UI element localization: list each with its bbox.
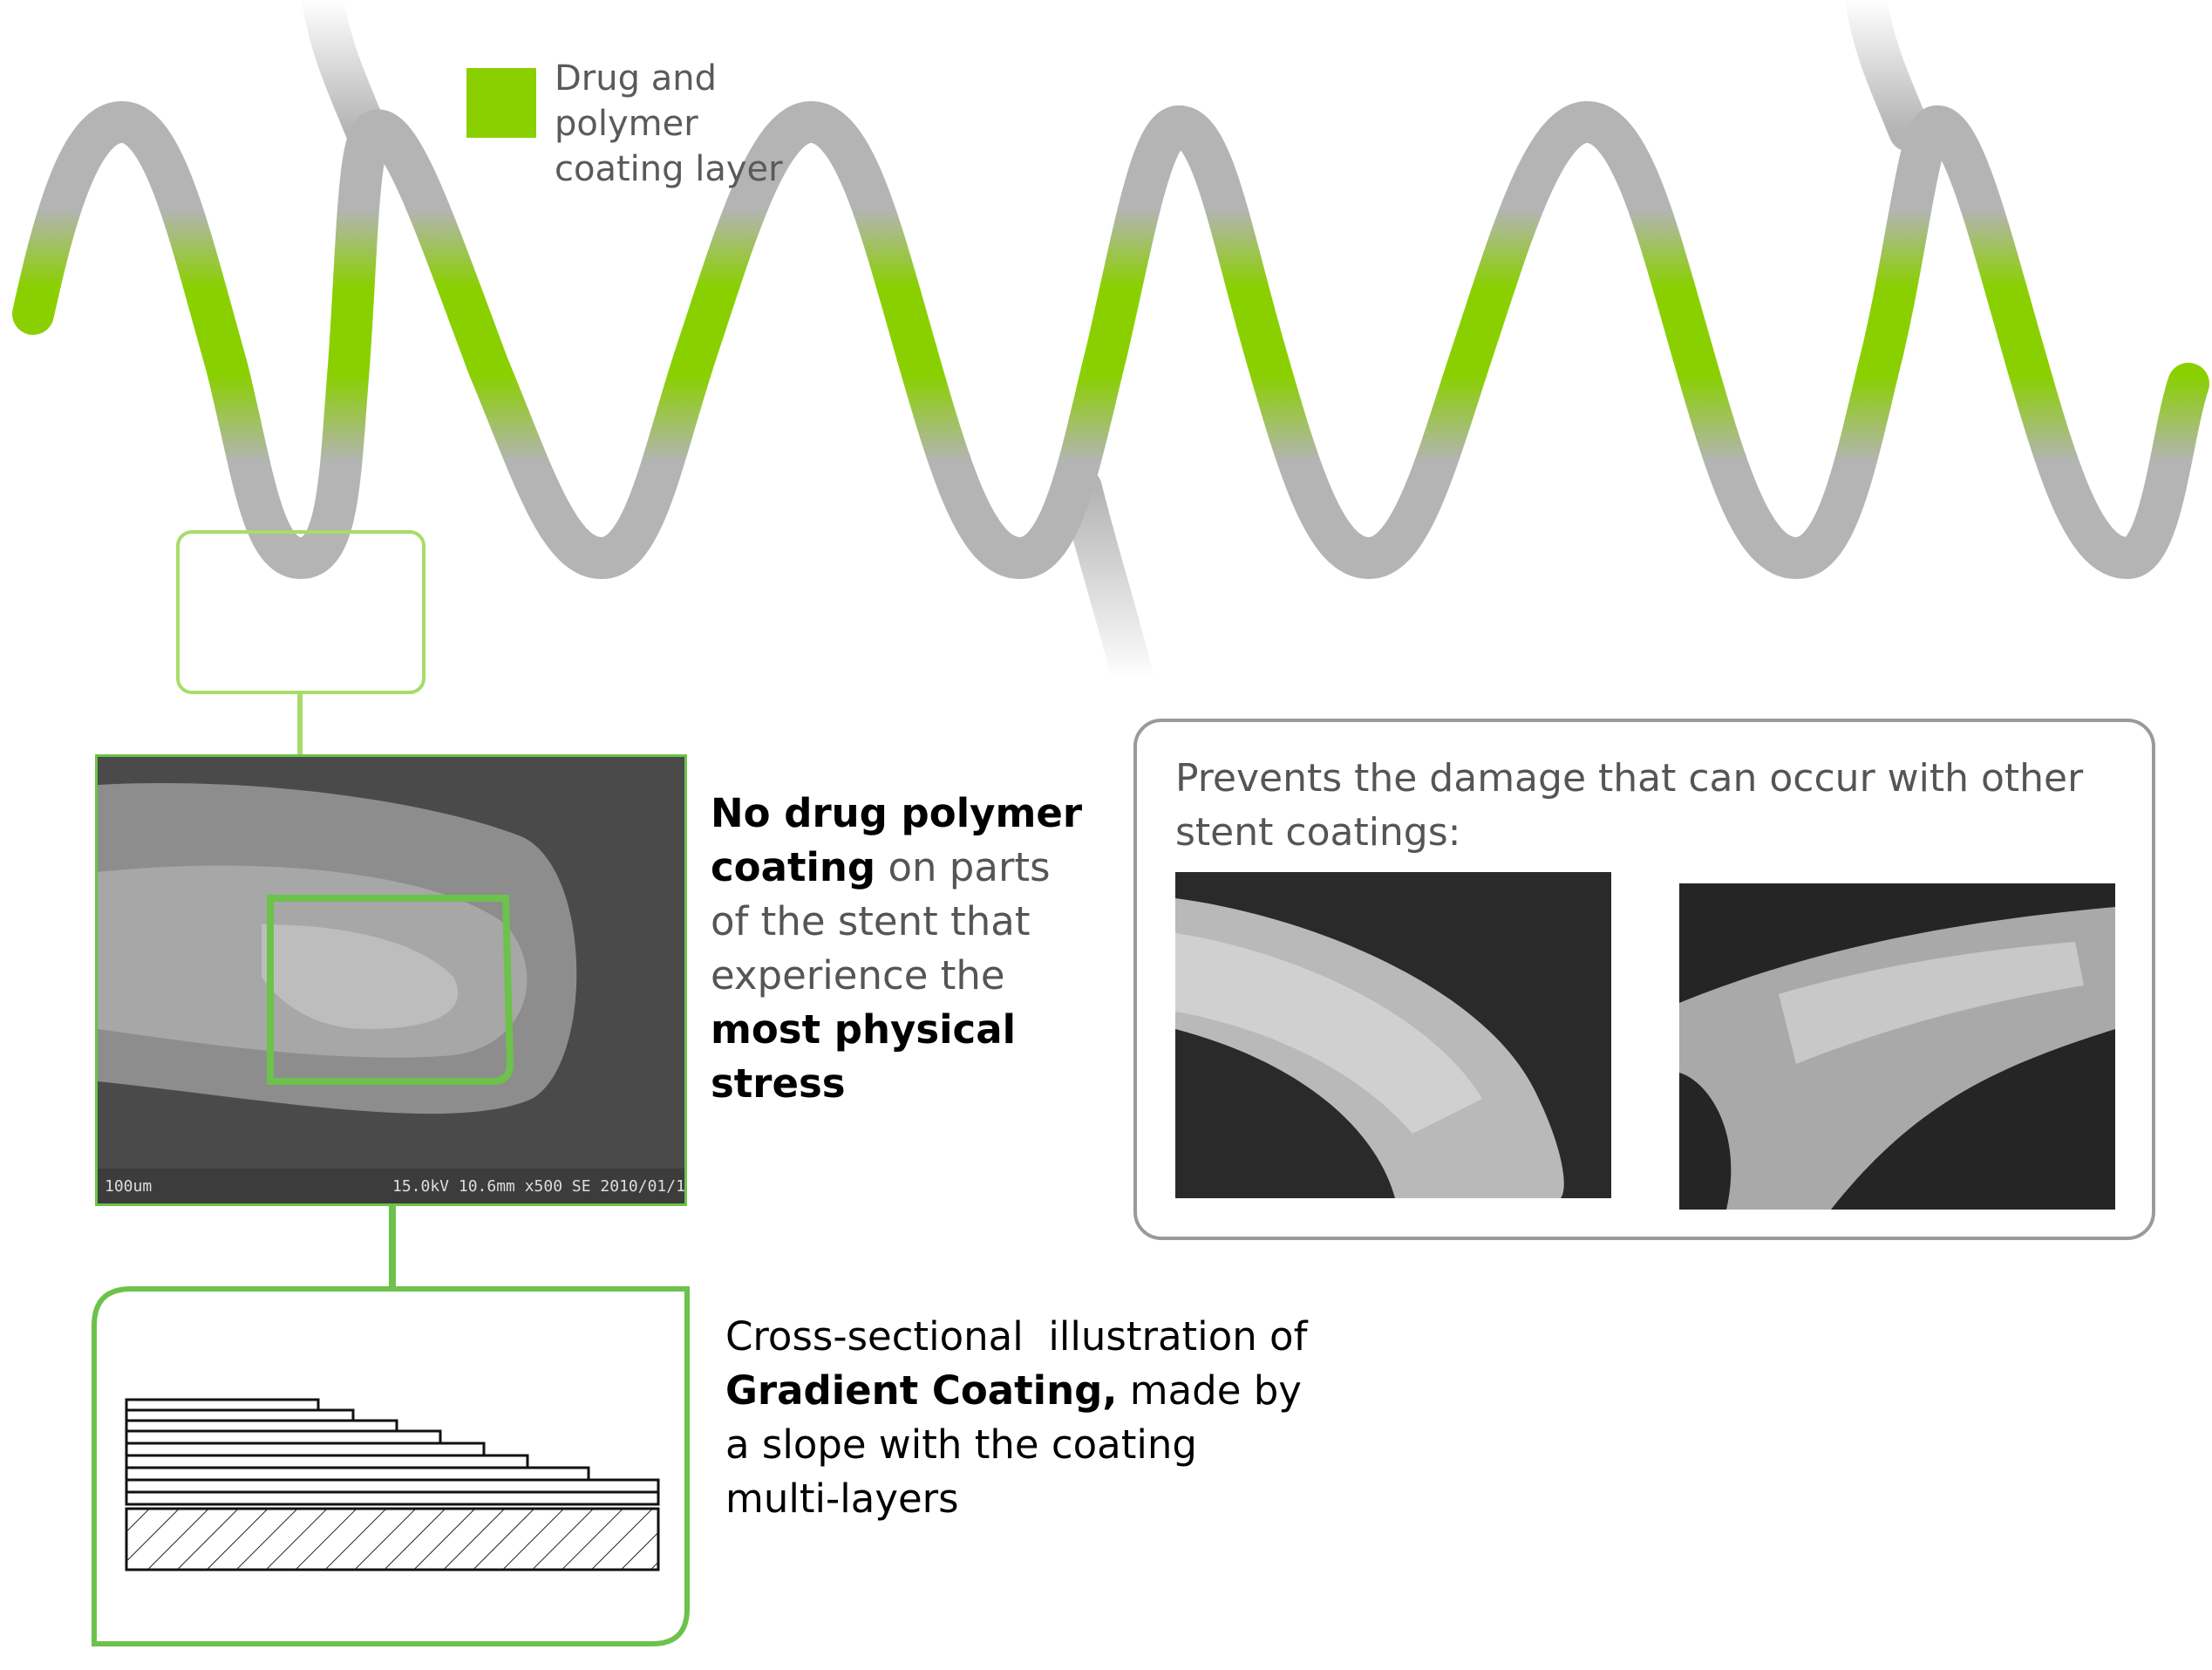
callout-line: stent coatings: xyxy=(1175,810,1461,855)
description-no-coating: No drug polymer coating on parts of the … xyxy=(711,787,1112,1111)
desc2-text: made by xyxy=(1117,1367,1302,1414)
damaged-coating-image-1 xyxy=(1175,872,1611,1198)
stent-substrate xyxy=(125,1507,660,1571)
desc1-text: experience the xyxy=(711,952,1005,999)
desc1-bold: coating xyxy=(711,844,876,890)
desc2-text: Cross-sectional illustration of xyxy=(725,1313,1308,1360)
description-gradient-coating: Cross-sectional illustration of Gradient… xyxy=(725,1310,1423,1526)
gradient-coating-layers xyxy=(125,1398,660,1506)
desc2-text: a slope with the coating xyxy=(725,1421,1197,1468)
callout-title: Prevents the damage that can occur with … xyxy=(1175,752,2117,860)
callout-line: Prevents the damage that can occur with … xyxy=(1175,756,2084,801)
legend-line: coating layer xyxy=(555,149,783,189)
cross-section-frame xyxy=(92,1286,690,1646)
legend-line: polymer xyxy=(555,104,698,144)
stent-strut xyxy=(12,101,2209,579)
legend-label: Drug and polymer coating layer xyxy=(555,56,834,192)
desc1-text: of the stent that xyxy=(711,898,1031,944)
desc1-text: on parts xyxy=(875,844,1051,890)
legend-line: Drug and xyxy=(555,58,717,99)
callout-box xyxy=(1133,719,2155,1240)
desc1-bold: stress xyxy=(711,1060,846,1107)
zoom-frame xyxy=(267,895,514,1085)
legend-swatch xyxy=(466,68,536,138)
sem-scale-label: 100um xyxy=(105,1177,153,1196)
strut-connector xyxy=(1060,467,1154,701)
damaged-coating-image-2 xyxy=(1679,883,2115,1210)
sem-image xyxy=(98,757,684,1203)
desc1-bold: most physical xyxy=(711,1006,1017,1053)
strut-connector xyxy=(302,0,387,152)
desc1-bold: No drug polymer xyxy=(711,790,1083,836)
desc2-bold: Gradient Coating, xyxy=(725,1367,1118,1414)
strut-connector xyxy=(1845,0,1930,152)
desc2-text: multi-layers xyxy=(725,1476,959,1522)
sem-info-label: 15.0kV 10.6mm x500 SE 2010/01/1 xyxy=(392,1177,685,1196)
